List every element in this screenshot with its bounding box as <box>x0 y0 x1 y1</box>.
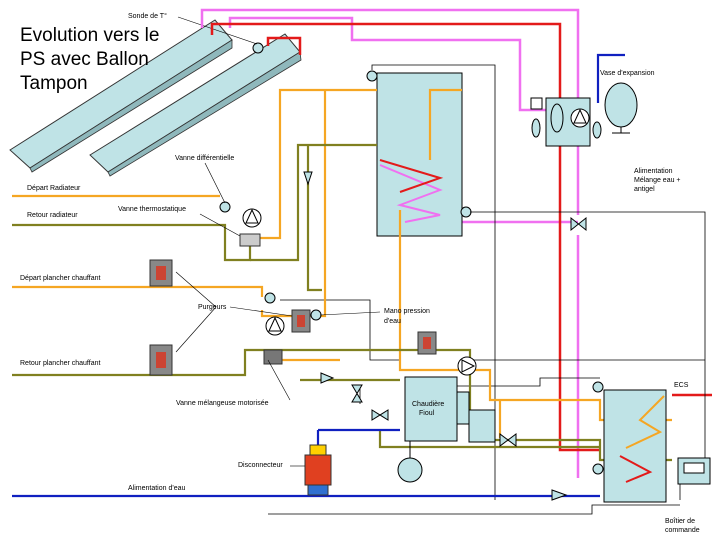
buffer-tank <box>376 72 463 237</box>
solar-panel-left <box>9 19 233 173</box>
label-mano-2: d'eau <box>384 318 401 325</box>
expansion-vessel-icon <box>604 82 638 128</box>
label-vanne-diff: Vanne différentielle <box>175 155 235 162</box>
page-title: Evolution vers le PS avec Ballon Tampon <box>20 24 159 96</box>
valve-icons <box>303 171 587 501</box>
mixing-valve-icon <box>263 349 283 365</box>
purge-valve-icon <box>149 259 173 287</box>
title-line-1: Evolution vers le <box>20 25 160 46</box>
dhw-tank <box>603 389 667 503</box>
label-disconnecteur: Disconnecteur <box>238 462 283 469</box>
purge-valve-icon-2 <box>149 344 173 376</box>
label-alim-melange-2: Mélange eau + <box>634 177 681 184</box>
label-boitier-2: commande <box>665 527 700 534</box>
purge-valve-icon-3 <box>291 309 311 333</box>
oil-tank-icon <box>397 457 423 483</box>
olive-circuit <box>12 143 672 462</box>
label-mano-1: Mano pression <box>384 308 430 315</box>
pressure-gauge-icon <box>417 331 437 355</box>
radiator-pump-icon <box>242 208 262 228</box>
disconnector-icon <box>304 444 332 496</box>
boiler <box>404 376 458 442</box>
floor-pump-icon <box>265 316 285 336</box>
temperature-sensor-icon <box>252 42 264 54</box>
label-depart-radiateur: Départ Radiateur <box>27 185 81 192</box>
label-chaudiere-1: Chaudière <box>412 401 445 408</box>
label-alim-melange-3: antigel <box>634 186 655 193</box>
pink-circuit <box>200 8 580 478</box>
label-retour-radiateur: Retour radiateur <box>27 212 78 219</box>
label-vase: Vase d'expansion <box>600 70 655 77</box>
label-retour-plancher: Retour plancher chauffant <box>20 360 101 367</box>
label-chaudiere-2: Fioul <box>419 410 435 417</box>
title-line-2: PS avec Ballon <box>20 49 149 70</box>
label-ecs: ECS <box>674 382 689 389</box>
label-alim-eau: Alimentation d'eau <box>128 485 186 492</box>
label-sonde: Sonde de T° <box>128 13 167 20</box>
thermostatic-valve-icon <box>239 233 261 247</box>
label-depart-plancher: Départ plancher chauffant <box>20 275 101 282</box>
label-vanne-melangeuse: Vanne mélangeuse motorisée <box>176 400 269 407</box>
leader-lines <box>175 162 381 467</box>
label-boitier-1: Boîtier de <box>665 518 695 525</box>
circulator-pump-icon <box>570 108 590 128</box>
label-vanne-thermo: Vanne thermostatique <box>118 206 186 213</box>
label-alim-melange-1: Alimentation <box>634 168 673 175</box>
title-line-3: Tampon <box>20 73 88 94</box>
differential-valve-icon <box>219 201 231 213</box>
label-purgeurs: Purgeurs <box>198 304 227 311</box>
